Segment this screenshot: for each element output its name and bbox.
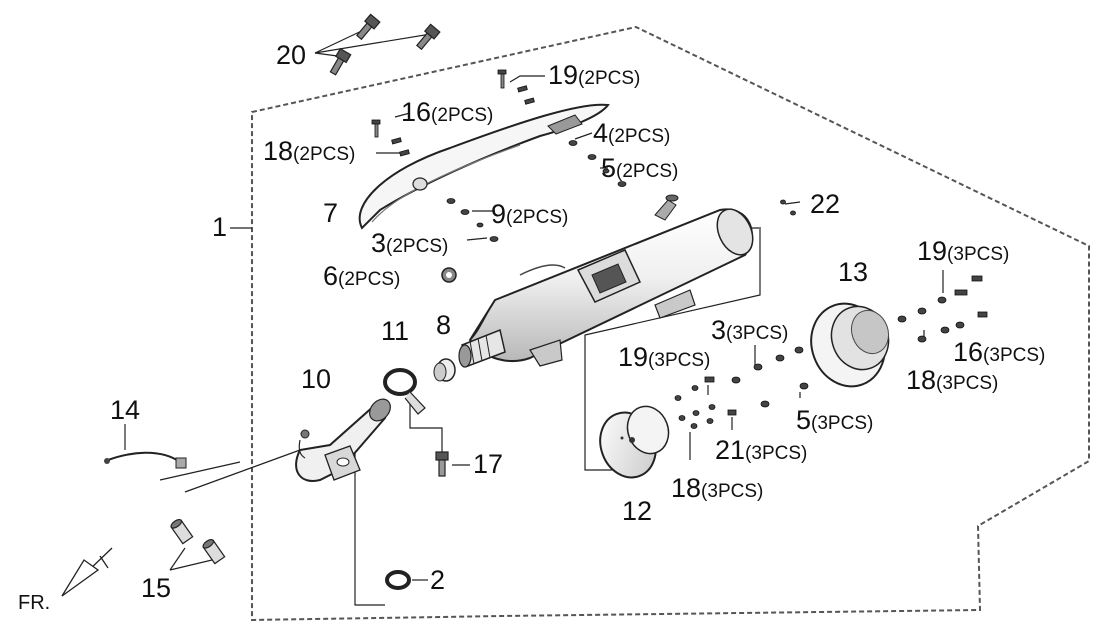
callout-13: 13 — [838, 257, 869, 287]
callout-22: 22 — [810, 189, 841, 219]
callout-19a: 19(2PCS) — [548, 60, 641, 90]
callout-6: 6(2PCS) — [323, 261, 401, 291]
callout-5b: 5(3PCS) — [796, 405, 874, 435]
callout-15: 15 — [141, 573, 172, 603]
callout-11: 11 — [381, 316, 410, 346]
callout-20: 20 — [276, 40, 307, 70]
bolts-20 — [329, 13, 441, 76]
callout-16b: 16(3PCS) — [953, 337, 1046, 367]
exhaust-pipe-10 — [295, 398, 391, 482]
sensor-14 — [104, 451, 187, 469]
end-cap-12 — [599, 405, 670, 479]
callout-10: 10 — [301, 364, 332, 394]
plugs-15 — [170, 518, 226, 565]
leader-lines — [124, 26, 944, 606]
callout-16a: 16(2PCS) — [401, 97, 494, 127]
callout-8: 8 — [436, 310, 452, 340]
gasket-6 — [441, 267, 457, 283]
front-direction-mark — [61, 547, 113, 597]
callout-3b: 3(3PCS) — [711, 315, 789, 345]
callout-12: 12 — [622, 496, 653, 526]
callout-1: 1 — [212, 212, 228, 242]
front-direction-label: FR. — [18, 592, 51, 614]
end-cover-13 — [810, 302, 890, 388]
heat-shield — [358, 103, 610, 230]
clamp-11 — [383, 368, 426, 415]
callout-21: 21(3PCS) — [715, 435, 808, 465]
assembly-boundary — [251, 25, 1090, 622]
seal-8 — [433, 358, 456, 382]
callout-17: 17 — [473, 449, 504, 479]
callout-2: 2 — [430, 565, 446, 595]
callout-14: 14 — [110, 395, 141, 425]
bolt-17 — [435, 451, 449, 477]
callout-19c: 19(3PCS) — [618, 342, 711, 372]
callout-18c: 18(3PCS) — [671, 473, 764, 503]
callout-3a: 3(2PCS) — [371, 228, 449, 258]
callout-7: 7 — [323, 198, 339, 228]
shield-fasteners — [371, 69, 796, 242]
callout-4: 4(2PCS) — [593, 118, 671, 148]
washer-2 — [385, 570, 411, 590]
callout-19b: 19(3PCS) — [917, 236, 1010, 266]
callout-9: 9(2PCS) — [491, 199, 569, 229]
muffler — [458, 194, 754, 368]
callout-18b: 18(3PCS) — [906, 365, 999, 395]
callout-5a: 5(2PCS) — [601, 153, 679, 183]
rear-fasteners — [674, 275, 988, 429]
callout-18a: 18(2PCS) — [263, 136, 356, 166]
